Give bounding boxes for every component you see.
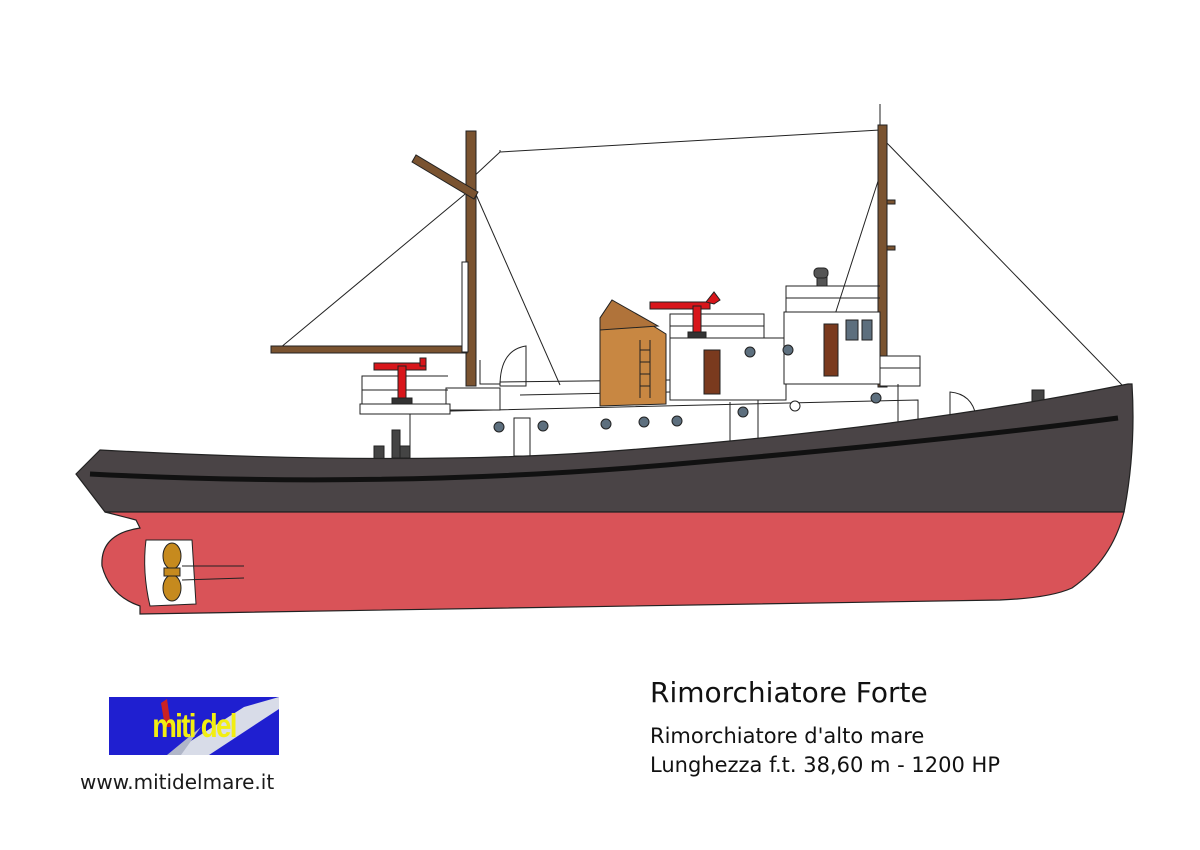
rigging (279, 129, 1123, 386)
fore-mast (270, 130, 479, 387)
crane-aft (373, 357, 427, 405)
doors (703, 323, 839, 395)
portholes (493, 344, 882, 433)
funnel (599, 299, 667, 407)
logo: miti del mare (109, 697, 279, 755)
windows (845, 319, 873, 341)
tugboat-profile-drawing (75, 104, 1134, 615)
caption-title: Rimorchiatore Forte (650, 676, 928, 709)
main-mast (877, 104, 896, 388)
bollards (373, 429, 411, 461)
logo-swoosh-graphic (161, 697, 279, 755)
crane-fore (649, 291, 721, 339)
caption-specs: Lunghezza f.t. 38,60 m - 1200 HP (650, 753, 1000, 777)
logo-text: miti del mare (152, 707, 237, 755)
hull (75, 383, 1134, 615)
caption-subtitle: Rimorchiatore d'alto mare (650, 724, 925, 748)
website-url[interactable]: www.mitidelmare.it (80, 770, 275, 794)
propeller (144, 539, 245, 607)
